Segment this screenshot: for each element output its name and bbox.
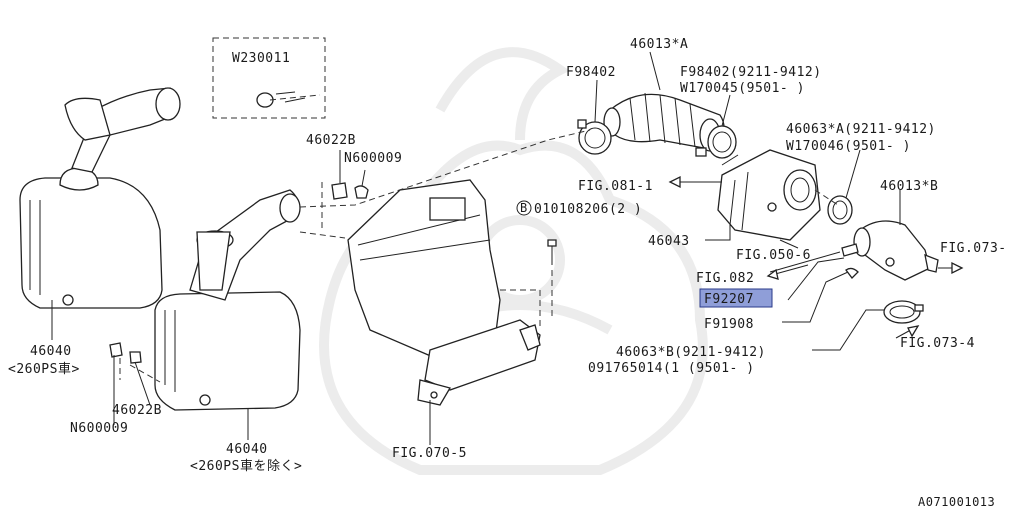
label-w230011: W230011	[232, 51, 290, 66]
label-46022b-top: 46022B	[306, 133, 356, 148]
label-f92207: F92207	[704, 292, 754, 307]
label-fig082: FIG.082	[696, 271, 754, 286]
w230011-inset: W230011	[212, 37, 326, 119]
bolt-mark: B	[520, 201, 528, 215]
label-46013b: 46013*B	[880, 179, 938, 194]
assembly-dashed-lines	[119, 94, 839, 383]
bolt-mark-circle	[516, 200, 532, 216]
label-bolt: 010108206(2 )	[534, 202, 642, 217]
label-fig050: FIG.050-6	[736, 248, 811, 263]
label-091765014: 091765014(1 (9501- )	[588, 361, 755, 376]
clip-f92207	[841, 243, 859, 279]
leader-lines	[51, 51, 901, 445]
label-w170045: W170045(9501- )	[680, 81, 805, 96]
grommet-46022b-top	[331, 182, 369, 200]
air-intake-chamber-bottom	[154, 189, 301, 411]
label-f91908: F91908	[704, 317, 754, 332]
label-46022b-bottom: 46022B	[112, 403, 162, 418]
intake-duct-46013a	[603, 92, 725, 152]
label-fig0705: FIG.070-5	[392, 446, 467, 461]
label-46063a: 46063*A(9211-9412)	[786, 122, 936, 137]
label-w170046: W170046(9501- )	[786, 139, 911, 154]
label-n600009-top: N600009	[344, 151, 402, 166]
reference-arrows	[668, 175, 964, 339]
label-46063b: 46063*B(9211-9412)	[616, 345, 766, 360]
label-fig073: FIG.073-	[940, 241, 1007, 256]
hose-clamp-091765014	[883, 300, 924, 324]
label-n600009-bottom: N600009	[70, 421, 128, 436]
label-fig0734: FIG.073-4	[900, 336, 975, 351]
label-46043: 46043	[648, 234, 690, 249]
bolt-010108206	[547, 239, 557, 265]
resonator-46043	[717, 149, 821, 241]
label-46040-bottom: 46040	[226, 442, 268, 457]
hose-clamp-w170046	[827, 195, 853, 225]
label-f98402-range: F98402(9211-9412)	[680, 65, 822, 80]
label-46040-left-note: <260PS車>	[8, 362, 80, 377]
label-46013a: 46013*A	[630, 37, 688, 52]
diagram-code: A071001013	[918, 495, 995, 509]
label-46040-left: 46040	[30, 344, 72, 359]
air-intake-chamber-left	[19, 87, 181, 309]
label-f98402: F98402	[566, 65, 616, 80]
intake-duct-46013b	[853, 220, 939, 281]
highlight-f92207	[699, 288, 773, 308]
label-fig081: FIG.081-1	[578, 179, 653, 194]
air-cleaner-case	[347, 179, 541, 406]
grommets-bottom	[109, 342, 142, 364]
label-46040-bottom-note: <260PS車を除く>	[190, 459, 302, 474]
